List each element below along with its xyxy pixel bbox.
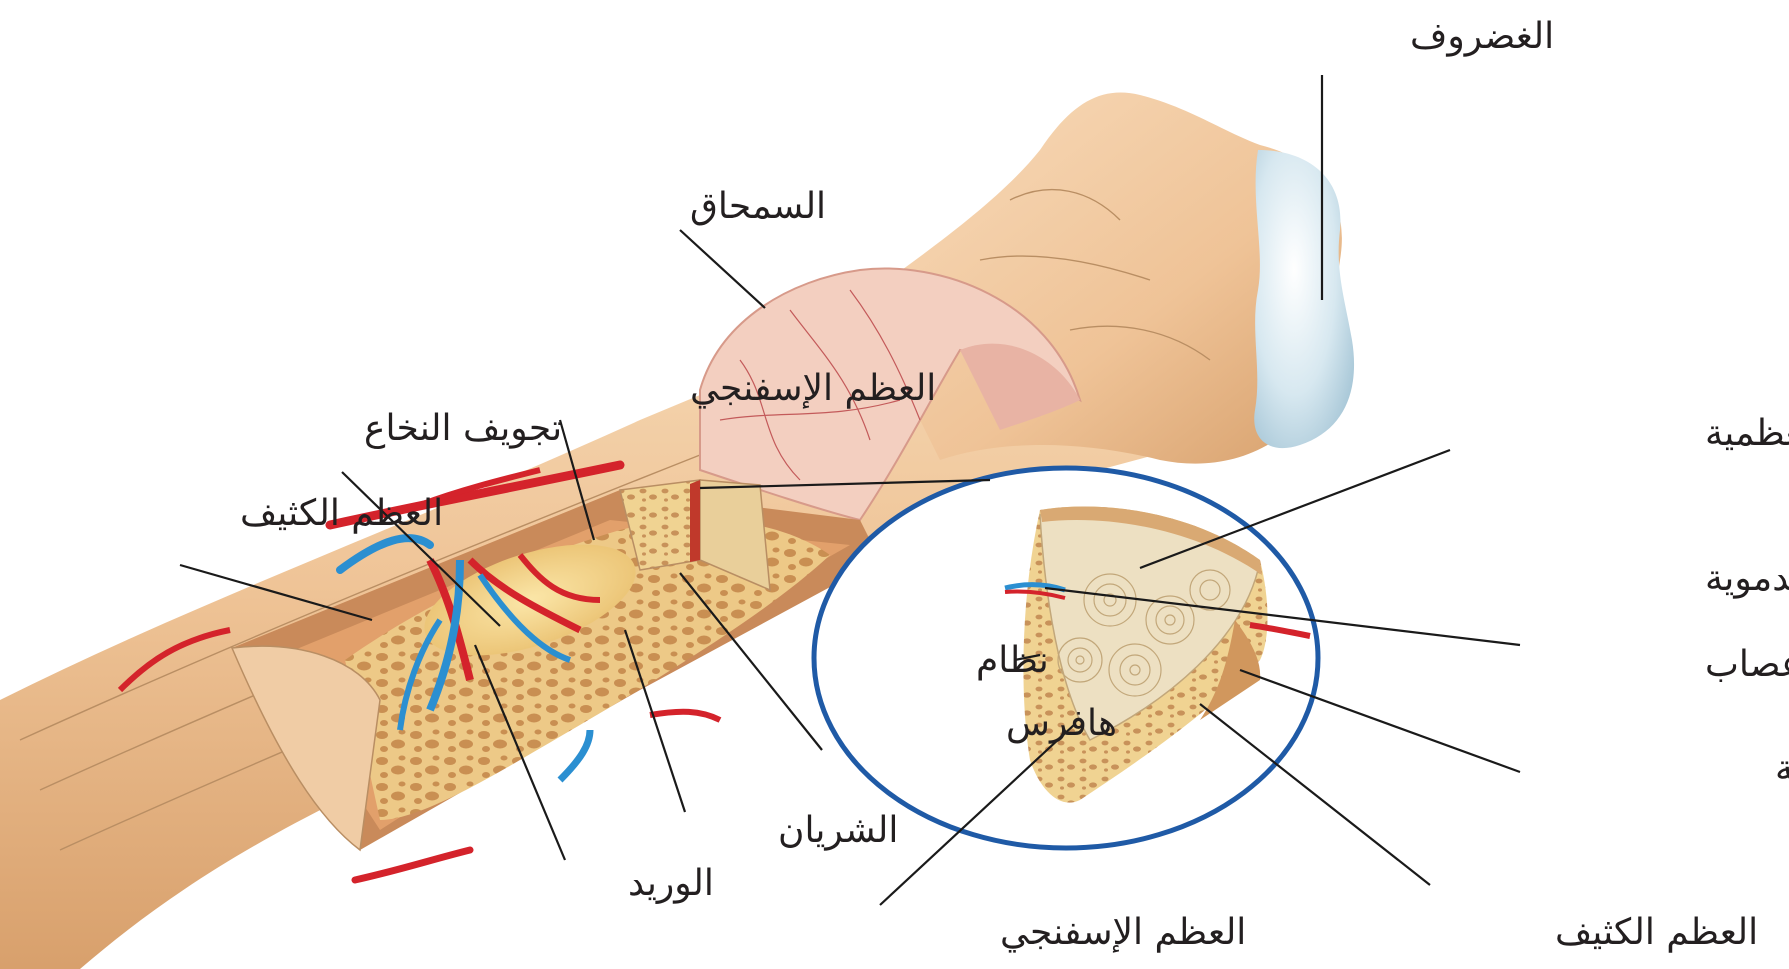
label-spongy-bone-bottom: العظم الإسفنجي: [1000, 912, 1246, 953]
label-artery: الشريان: [778, 810, 898, 851]
label-vessels-nerves-1: الأوعية الدموية: [1705, 555, 1789, 599]
label-haversian-1: نظام: [976, 640, 1049, 681]
label-cartilage: الغضروف: [1410, 16, 1554, 57]
label-osteocytes: الخلايا العظمية: [1705, 413, 1789, 454]
label-periosteum: السمحاق: [690, 186, 826, 227]
label-blood-vessels: الأوعية الدموية: [1775, 745, 1789, 789]
label-compact-bone-bottom: العظم الكثيف: [1555, 912, 1758, 953]
cutaway-window: [232, 480, 880, 850]
label-spongy-bone-top: العظم الإسفنجي: [690, 368, 936, 409]
label-vessels-nerves-2: والأعصاب: [1705, 641, 1789, 685]
cartilage-cap: [1254, 150, 1354, 448]
label-vein: الوريد: [628, 863, 714, 904]
label-compact-bone-left: العظم الكثيف: [240, 493, 443, 534]
leader-periosteum: [680, 230, 765, 308]
label-marrow-cavity: تجويف النخاع: [364, 408, 562, 449]
label-haversian-2: هافرس: [1006, 703, 1117, 744]
magnified-inset: [814, 468, 1318, 848]
